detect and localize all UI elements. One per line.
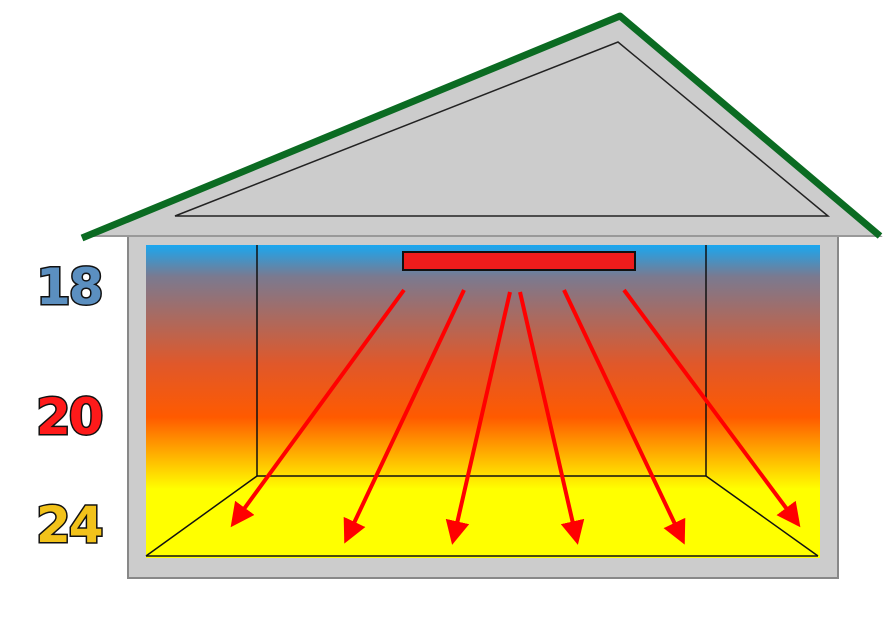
ceiling-heater	[402, 251, 636, 271]
heat-ray-2	[343, 289, 466, 544]
temperature-label-top: 18	[35, 258, 106, 316]
roof-gable	[81, 14, 883, 237]
roof-inner-outline	[174, 41, 831, 217]
heat-ray-4	[518, 291, 585, 545]
heat-rays	[230, 288, 801, 545]
temperature-label-bottom: 24	[35, 496, 106, 554]
roof-trim	[80, 12, 883, 242]
room-perspective-lines	[145, 245, 819, 557]
heat-ray-1	[230, 288, 406, 528]
heat-ray-6	[622, 288, 801, 528]
heat-ray-5	[562, 289, 686, 545]
heat-ray-3	[445, 291, 512, 545]
temperature-label-middle: 20	[35, 388, 106, 446]
